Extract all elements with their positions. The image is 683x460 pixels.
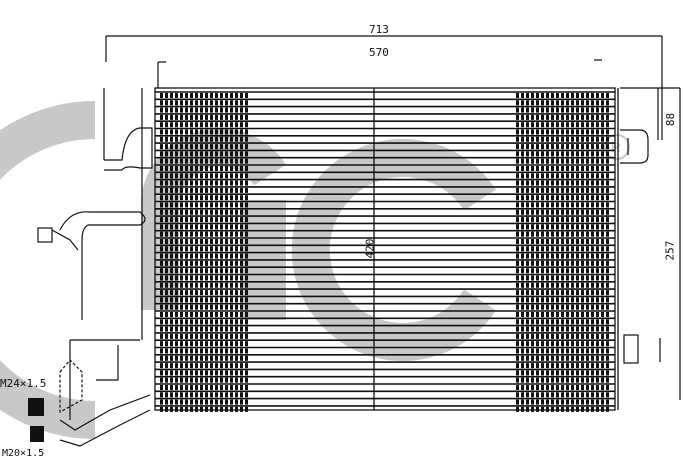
top-offset-label: 88 — [664, 112, 678, 127]
lower-thread-label: M20×1.5 — [2, 448, 45, 459]
overall-width-label: 713 — [369, 23, 389, 36]
watermark-a-arc — [0, 101, 96, 439]
core-height-label: 420 — [363, 238, 377, 259]
bracket-height-label: 257 — [663, 240, 677, 261]
watermark-c-arc — [291, 139, 496, 361]
upper-thread-label: M24×1.5 — [0, 377, 47, 390]
registered-mark-icon — [604, 134, 630, 160]
svg-text:R: R — [611, 139, 621, 155]
core-width-label: 570 — [369, 46, 389, 59]
